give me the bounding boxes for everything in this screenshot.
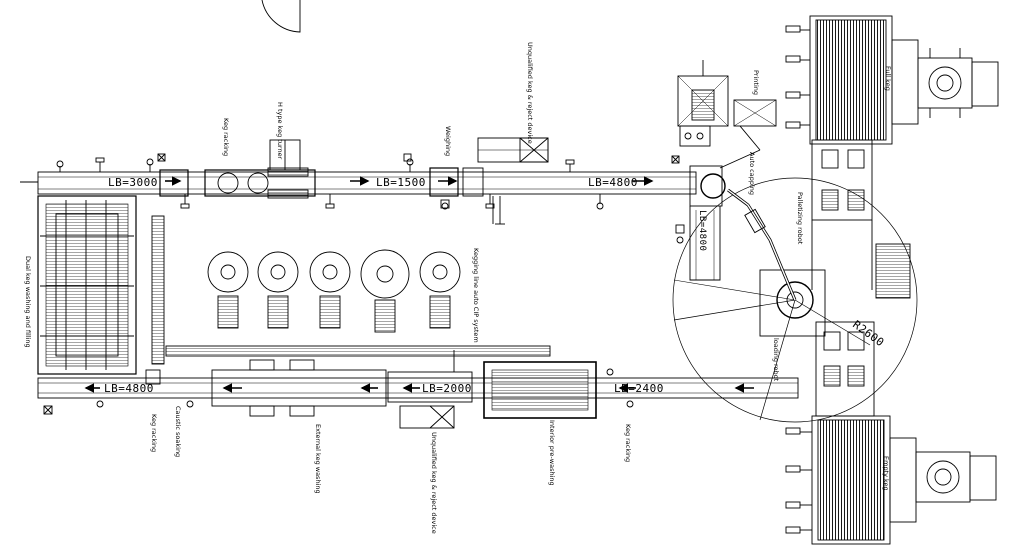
label-keg-racking-bottom-right: Keg racking: [624, 424, 632, 462]
cip-tanks: [207, 249, 461, 333]
cip-pipe-rack: [165, 345, 551, 357]
robot-cell: [672, 177, 918, 423]
label-dual-keg-washing: Dual keg washing and filling: [24, 256, 32, 348]
door-arc: [261, 0, 301, 33]
bottom-conveyor: [37, 350, 799, 429]
label-caustic-soaking: Caustic soaking: [174, 406, 182, 457]
lb-top-mid: LB=1500: [376, 176, 426, 189]
printing-unit: [677, 60, 777, 169]
lb-bottom-right: LB=2400: [614, 382, 664, 395]
label-h-type-turner: H type keg turner: [276, 102, 284, 160]
top-right-turn: [675, 165, 726, 281]
label-auto-capping: Auto capping: [748, 152, 756, 195]
radius-label: R2600: [850, 318, 886, 349]
empty-keg-conveyor: [785, 321, 997, 545]
label-weighing: Weighing: [444, 126, 452, 156]
full-keg-conveyor: [785, 15, 999, 290]
label-unqualified-top: Unqualified keg & reject device: [526, 42, 534, 144]
label-interior-prewashing: Interior pre-washing: [548, 420, 556, 486]
label-kegging-cip: Kegging line auto CIP system: [472, 248, 480, 343]
label-external-keg-washing: External keg washing: [314, 424, 322, 494]
lb-diag: LB=4800: [697, 210, 707, 251]
dual-keg-washer: [37, 195, 137, 375]
label-full-keg: Full keg: [884, 66, 892, 91]
lb-top-right: LB=4800: [588, 176, 638, 189]
top-conveyor: [20, 137, 697, 225]
label-palletizing-robot: Palletizing robot: [796, 192, 804, 245]
lb-bottom-mid: LB=2000: [422, 382, 472, 395]
flow-arrows: [84, 176, 754, 393]
label-loading-robot: loading robot: [772, 338, 780, 382]
cip-rack: [151, 215, 165, 365]
label-unqualified-bottom: Unqualified keg & reject device: [430, 432, 438, 534]
label-keg-racking-top: Keg racking: [222, 118, 230, 156]
label-keg-racking-bottom-left: Keg racking: [150, 414, 158, 452]
lb-bottom-left: LB=4800: [104, 382, 154, 395]
lb-top-left: LB=3000: [108, 176, 158, 189]
label-empty-keg: Empty keg: [882, 456, 890, 491]
label-printing: Printing: [752, 70, 760, 95]
